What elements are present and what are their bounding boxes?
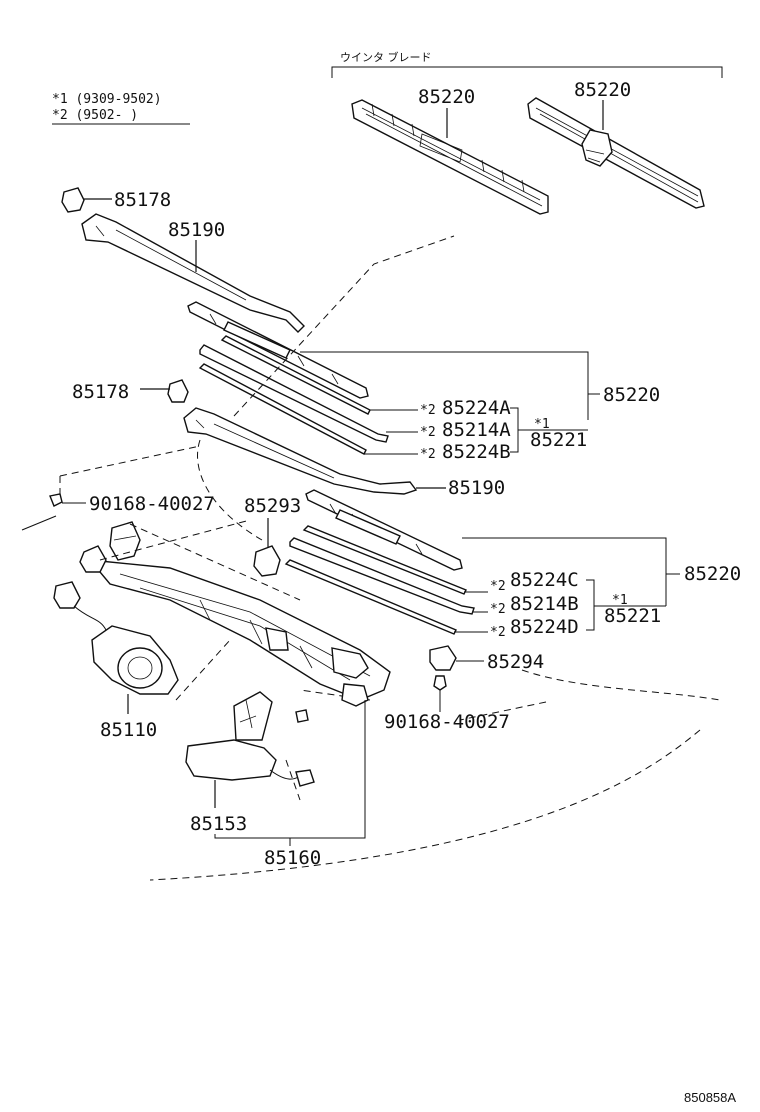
label-cap-mid: 85178 xyxy=(72,381,129,403)
blade-rubber-85224b[interactable] xyxy=(198,363,367,455)
marker-224c: *2 xyxy=(490,579,506,594)
label-arm-top: 85190 xyxy=(168,219,225,241)
label-blade-left: 85220 xyxy=(418,86,475,108)
label-refill-214a: 85214A xyxy=(442,419,511,441)
blade-refill-85214a[interactable] xyxy=(199,344,389,443)
legend-note-1: *1 (9309-9502) xyxy=(52,92,162,107)
label-blade-right: 85220 xyxy=(574,79,631,101)
wiper-arm-top[interactable] xyxy=(81,213,305,333)
label-cover-294: 85294 xyxy=(487,651,544,673)
label-rubber-224c: 85224C xyxy=(510,569,579,591)
wiper-arm-cap-top[interactable] xyxy=(61,187,85,213)
wiper-motor[interactable] xyxy=(53,581,179,695)
label-set-221-top: 85221 xyxy=(530,429,587,451)
wiper-blade-left[interactable] xyxy=(351,99,549,215)
wiper-link-assembly[interactable] xyxy=(79,521,391,723)
blade-rubber-85224d[interactable] xyxy=(284,559,457,635)
label-rubber-224a: 85224A xyxy=(442,397,511,419)
wiper-blade-right[interactable] xyxy=(527,97,705,209)
marker-214b: *2 xyxy=(490,602,506,617)
label-screw-left: 90168-40027 xyxy=(89,493,215,515)
wiper-blade-set-upper[interactable] xyxy=(187,301,369,399)
bracket-set-top xyxy=(300,351,589,420)
marker-224d: *2 xyxy=(490,625,506,640)
label-blade-set-top: 85220 xyxy=(603,384,660,406)
bracket-set-bottom xyxy=(462,537,667,606)
label-rubber-224b: 85224B xyxy=(442,441,511,463)
label-motor: 85110 xyxy=(100,719,157,741)
screw-right[interactable] xyxy=(433,675,447,691)
label-blade-set-bottom: 85220 xyxy=(684,563,741,585)
marker-221-bottom: *1 xyxy=(612,593,628,608)
label-rubber-224d: 85224D xyxy=(510,616,579,638)
label-refill-214b: 85214B xyxy=(510,593,579,615)
label-screw-right: 90168-40027 xyxy=(384,711,510,733)
label-motor-sub: 85153 xyxy=(190,813,247,835)
wiper-arm-mid[interactable] xyxy=(183,407,418,495)
marker-224b: *2 xyxy=(420,447,436,462)
screw-left[interactable] xyxy=(49,493,63,507)
pivot-cover-85294[interactable] xyxy=(429,645,457,671)
label-cap-top: 85178 xyxy=(114,189,171,211)
blade-header-bracket xyxy=(331,66,723,78)
figure-code: 850858A xyxy=(684,1090,736,1105)
blade-header-text: ウインタ ブレード xyxy=(340,50,432,64)
pivot-cover-85293[interactable] xyxy=(253,545,281,577)
legend-note-2: *2 (9502- ) xyxy=(52,108,138,123)
wiper-motor-sub[interactable] xyxy=(185,691,315,787)
marker-221-top: *1 xyxy=(534,417,550,432)
wiper-arm-cap-mid[interactable] xyxy=(167,379,189,403)
marker-224a: *2 xyxy=(420,403,436,418)
label-arm-mid: 85190 xyxy=(448,477,505,499)
marker-214a: *2 xyxy=(420,425,436,440)
blade-rubber-85224c[interactable] xyxy=(302,525,467,595)
label-link-assy: 85160 xyxy=(264,847,321,869)
wiper-blade-set-lower[interactable] xyxy=(305,489,463,571)
label-cover-293: 85293 xyxy=(244,495,301,517)
blade-refill-85214b[interactable] xyxy=(289,537,475,615)
label-set-221-bottom: 85221 xyxy=(604,605,661,627)
